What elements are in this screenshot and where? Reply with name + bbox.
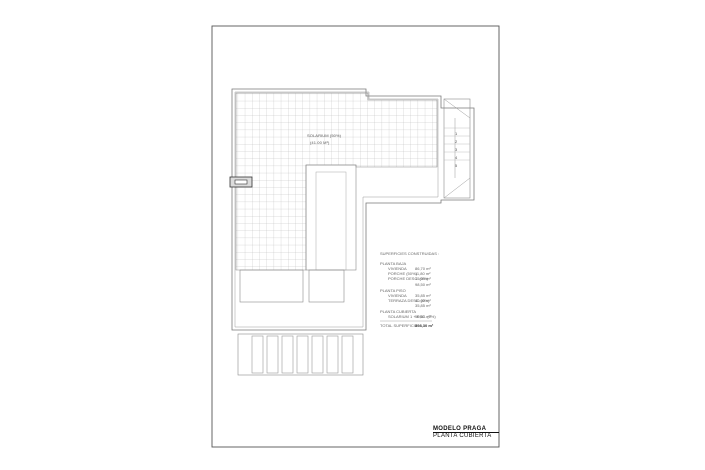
row-label: PORCHE (50%) [388,271,417,276]
row-value: 86,70 m² [415,266,431,271]
group-title: PLANTA CUBIERTA [380,309,417,314]
porch-void-left [239,269,304,303]
row-value: 15,00 m² [415,276,431,281]
row-label: SOLARIUM 1 + ESC. (0%) [388,314,436,319]
solarium-tiled-area [235,92,438,271]
subtotal-value: 98,50 m² [415,282,431,287]
schedule-heading: SUPERFICIES CONSTRUIDAS : [380,251,440,256]
sheet-border [211,25,500,448]
stair-step-number: 2 [455,139,458,144]
row-label: VIVIENDA [388,266,407,271]
pergola-frame [237,333,364,376]
stair-step-number: 4 [455,155,458,160]
model-name: MODELO PRAGA [433,426,487,432]
stair-shaft-inner [315,171,347,271]
title-underline [433,432,499,433]
group-title: PLANTA BAJA [380,261,407,266]
row-value: 59,80 m² [415,314,431,319]
plan-name: PLANTA CUBIERTA [433,433,492,439]
solarium-label: SOLARIUM (50%) [307,133,342,138]
subtotal-value: 35,85 m² [415,303,431,308]
row-value: 35,85 m² [415,293,431,298]
chimney-inner [234,179,248,185]
porch-void-right [308,269,345,303]
stair-step-number: 1 [455,131,458,136]
stair-step-number: 5 [455,163,458,168]
total-value: 398,30 m² [415,323,434,328]
pergola-slats [251,335,354,374]
row-label: VIVIENDA [388,293,407,298]
building-inner-outline [234,91,439,328]
staircase [443,98,471,199]
row-value: 40,00 m² [415,298,431,303]
row-label: PORCHE DESC. (0%) [388,276,429,281]
solarium-area-label: (41.00 M²) [310,140,330,145]
total-label: TOTAL SUPERFICIE [380,323,418,328]
stair-shaft-box [305,164,357,271]
group-title: PLANTA PISO [380,288,406,293]
stair-step-number: 3 [455,147,458,152]
row-value: 11,80 m² [415,271,431,276]
row-label: TERRAZA DESC. (0%) [388,298,430,303]
